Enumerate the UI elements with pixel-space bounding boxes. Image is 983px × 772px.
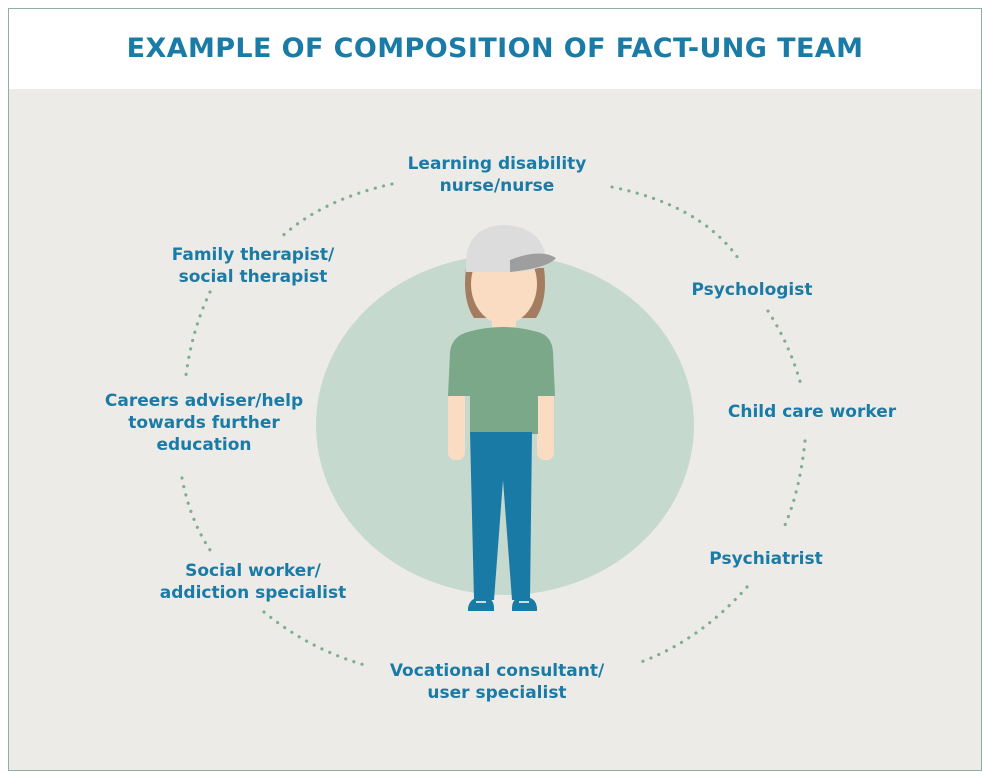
role-psychiatrist: Psychiatrist — [709, 549, 823, 569]
connector-social-vocational — [262, 610, 370, 668]
role-social-worker: Social worker/ addiction specialist — [159, 561, 347, 603]
connector-family-careers — [184, 290, 212, 377]
role-family-therapist: Family therapist/ social therapist — [171, 245, 335, 287]
role-learning-disability-nurse: Learning disability nurse/nurse — [407, 154, 587, 196]
connector-nurse-psychologist — [610, 185, 740, 260]
person-left-shoe — [468, 597, 494, 611]
person-shirt — [448, 327, 555, 434]
role-psychologist: Psychologist — [691, 280, 813, 300]
role-careers-adviser: Careers adviser/help towards further edu… — [104, 391, 304, 455]
diagram-title: EXAMPLE OF COMPOSITION OF FACT-UNG TEAM — [126, 33, 864, 64]
role-child-care-worker: Child care worker — [727, 402, 897, 422]
role-vocational-consultant: Vocational consultant/ user specialist — [389, 661, 605, 703]
person-left-arm — [448, 392, 465, 460]
connector-psychiatrist-vocational — [639, 585, 749, 664]
title-bar: EXAMPLE OF COMPOSITION OF FACT-UNG TEAM — [9, 9, 981, 89]
connector-childcare-psychiatrist — [783, 439, 807, 527]
person-trousers — [470, 432, 532, 600]
person-right-arm — [537, 392, 554, 460]
connector-psychologist-childcare — [766, 309, 803, 387]
person-cap-brim — [510, 253, 556, 272]
dotted-connectors — [180, 182, 807, 668]
connector-careers-social — [180, 476, 212, 552]
person-right-shoe — [512, 597, 537, 611]
person-figure — [448, 225, 556, 611]
connector-nurse-family — [276, 182, 394, 242]
